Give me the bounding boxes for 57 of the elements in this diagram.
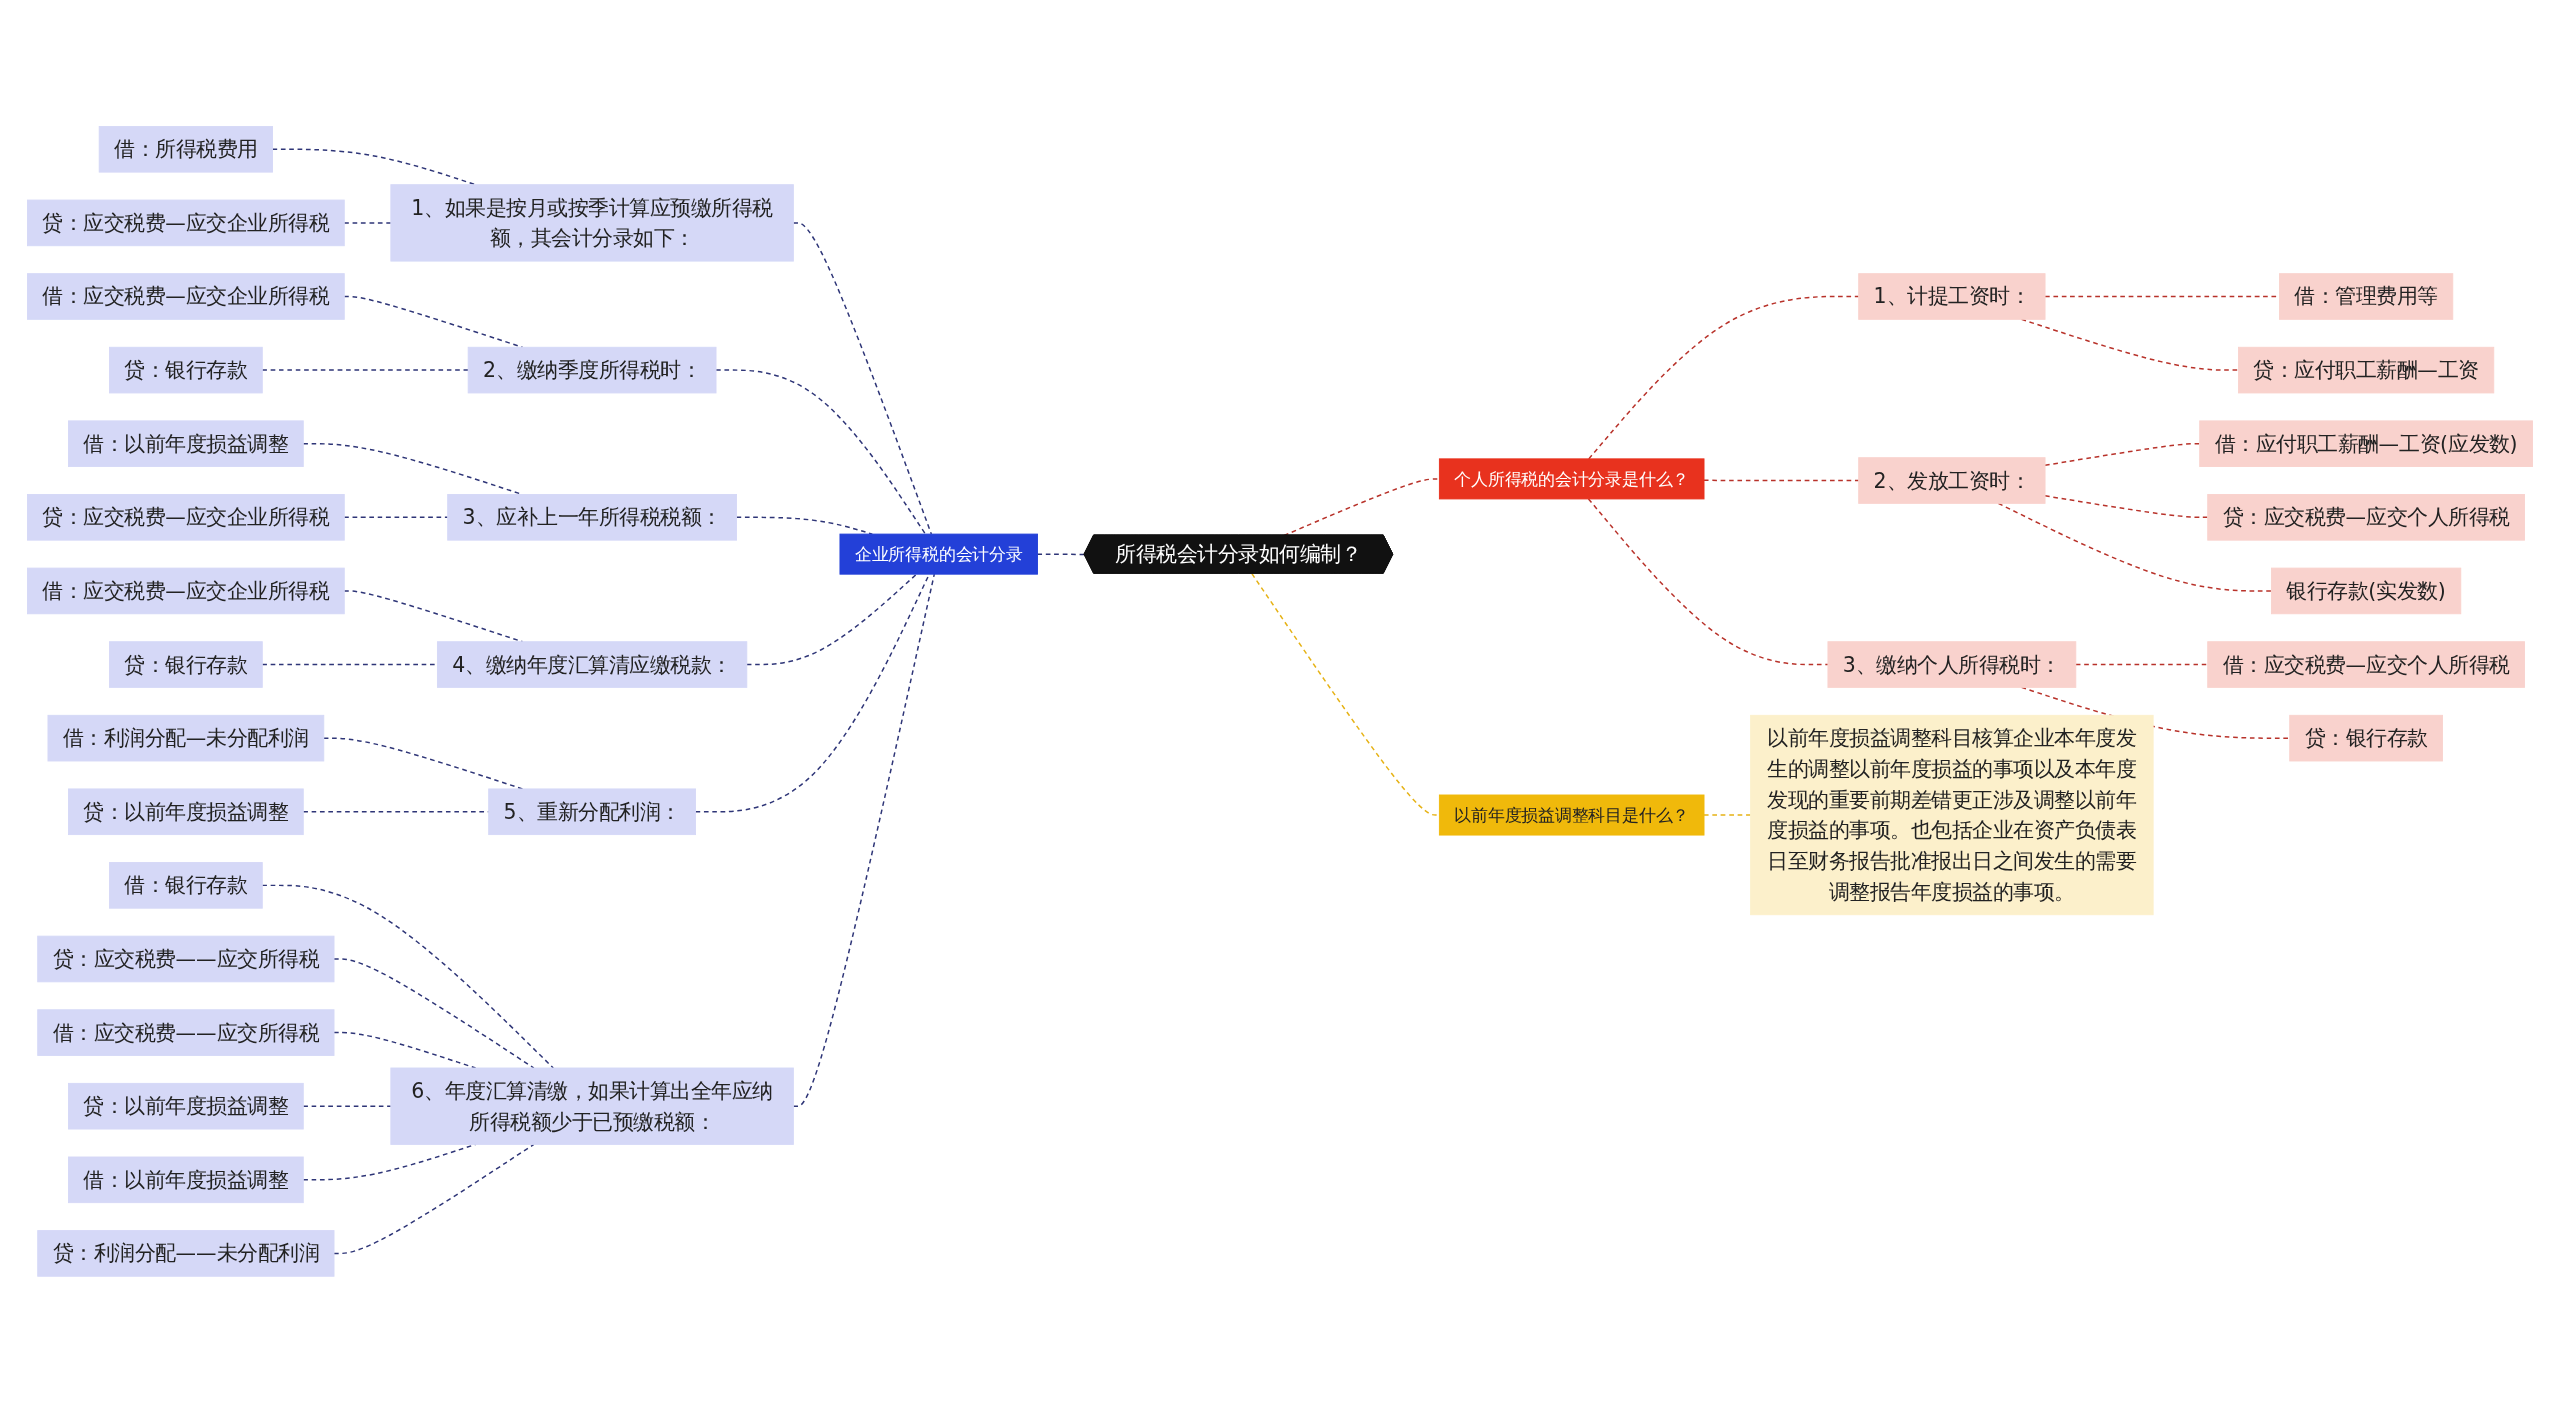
node-box: 借：应付职工薪酬—工资(应发数) <box>2199 420 2533 467</box>
node-box: 6、年度汇算清缴，如果计算出全年应纳所得税额少于已预缴税额： <box>390 1067 794 1145</box>
node-box: 借：管理费用等 <box>2279 272 2454 320</box>
connector <box>2044 494 2209 518</box>
node-box: 1、如果是按月或按季计算应预缴所得税额，其会计分录如下： <box>390 183 794 262</box>
node-box: 2、发放工资时： <box>1858 456 2046 504</box>
node-box: 借：所得税费用 <box>98 125 273 173</box>
node-box: 贷：利润分配——未分配利润 <box>37 1229 335 1277</box>
connector <box>1587 497 1829 665</box>
connector <box>333 1143 535 1254</box>
node-box: 借：应交税费—应交个人所得税 <box>2207 640 2525 688</box>
connector <box>2075 663 2209 665</box>
connector <box>1703 479 1860 481</box>
connector <box>1703 813 1752 816</box>
connector <box>792 573 936 1107</box>
node-box: 借：利润分配—未分配利润 <box>47 714 325 762</box>
node-box: 借：应交税费—应交企业所得税 <box>27 272 345 320</box>
node-box: 贷：应付职工薪酬—工资 <box>2238 346 2495 394</box>
node-box: 借：以前年度损益调整 <box>68 420 304 467</box>
connector <box>2044 442 2201 466</box>
node-box: 2、缴纳季度所得税时： <box>467 346 717 394</box>
node-box: 贷：银行存款 <box>109 346 263 394</box>
node-box: 贷：以前年度损益调整 <box>68 1082 304 1130</box>
connector <box>715 369 927 535</box>
node-box: 借：应交税费——应交所得税 <box>37 1008 335 1056</box>
node-box: 借：银行存款 <box>109 861 263 909</box>
node-box: 贷：银行存款 <box>109 640 263 688</box>
connector <box>261 884 554 1069</box>
node-box: 3、缴纳个人所得税时： <box>1827 640 2077 688</box>
node-box: 4、缴纳年度汇算清应缴税款： <box>436 640 748 688</box>
connector <box>1036 553 1086 555</box>
node-box: 借：应交税费—应交企业所得税 <box>27 567 345 614</box>
connector <box>1997 502 2273 592</box>
node-box: 贷：应交税费—应交企业所得税 <box>27 199 345 246</box>
node-box: 贷：应交税费—应交个人所得税 <box>2207 493 2525 541</box>
connector <box>1588 295 1860 460</box>
connector <box>343 516 449 518</box>
node-box: 以前年度损益调整科目是什么？ <box>1438 794 1705 836</box>
node-box: 贷：以前年度损益调整 <box>68 788 304 835</box>
node-box: 贷：应交税费—应交企业所得税 <box>27 493 345 541</box>
connector <box>261 369 469 371</box>
connector <box>2020 318 2240 371</box>
connector <box>333 957 535 1069</box>
node-box: 银行存款(实发数) <box>2271 567 2462 614</box>
node-box: 借：以前年度损益调整 <box>68 1156 304 1203</box>
node-box: 贷：应交税费——应交所得税 <box>37 935 335 982</box>
node-box: 企业所得税的会计分录 <box>839 533 1038 575</box>
node-box: 5、重新分配利润： <box>488 788 696 835</box>
node-box: 1、计提工资时： <box>1858 272 2046 320</box>
node-box: 贷：银行存款 <box>2289 714 2443 762</box>
node-box: 以前年度损益调整科目核算企业本年度发生的调整以前年度损益的事项以及本年度发现的重要前期差错更正涉及调整以前年度损益的事项。也包括企业在资产负债表日至财务报告批准报出日之间发生的需要调整报告年度损益的事项。 <box>1750 714 2154 915</box>
connector <box>694 573 930 813</box>
connector <box>746 573 918 665</box>
connector <box>302 1105 392 1107</box>
connector <box>343 221 392 224</box>
node-box: 3、应补上一年所得税税额： <box>447 493 737 541</box>
node-box: 个人所得税的会计分录是什么？ <box>1438 458 1705 500</box>
